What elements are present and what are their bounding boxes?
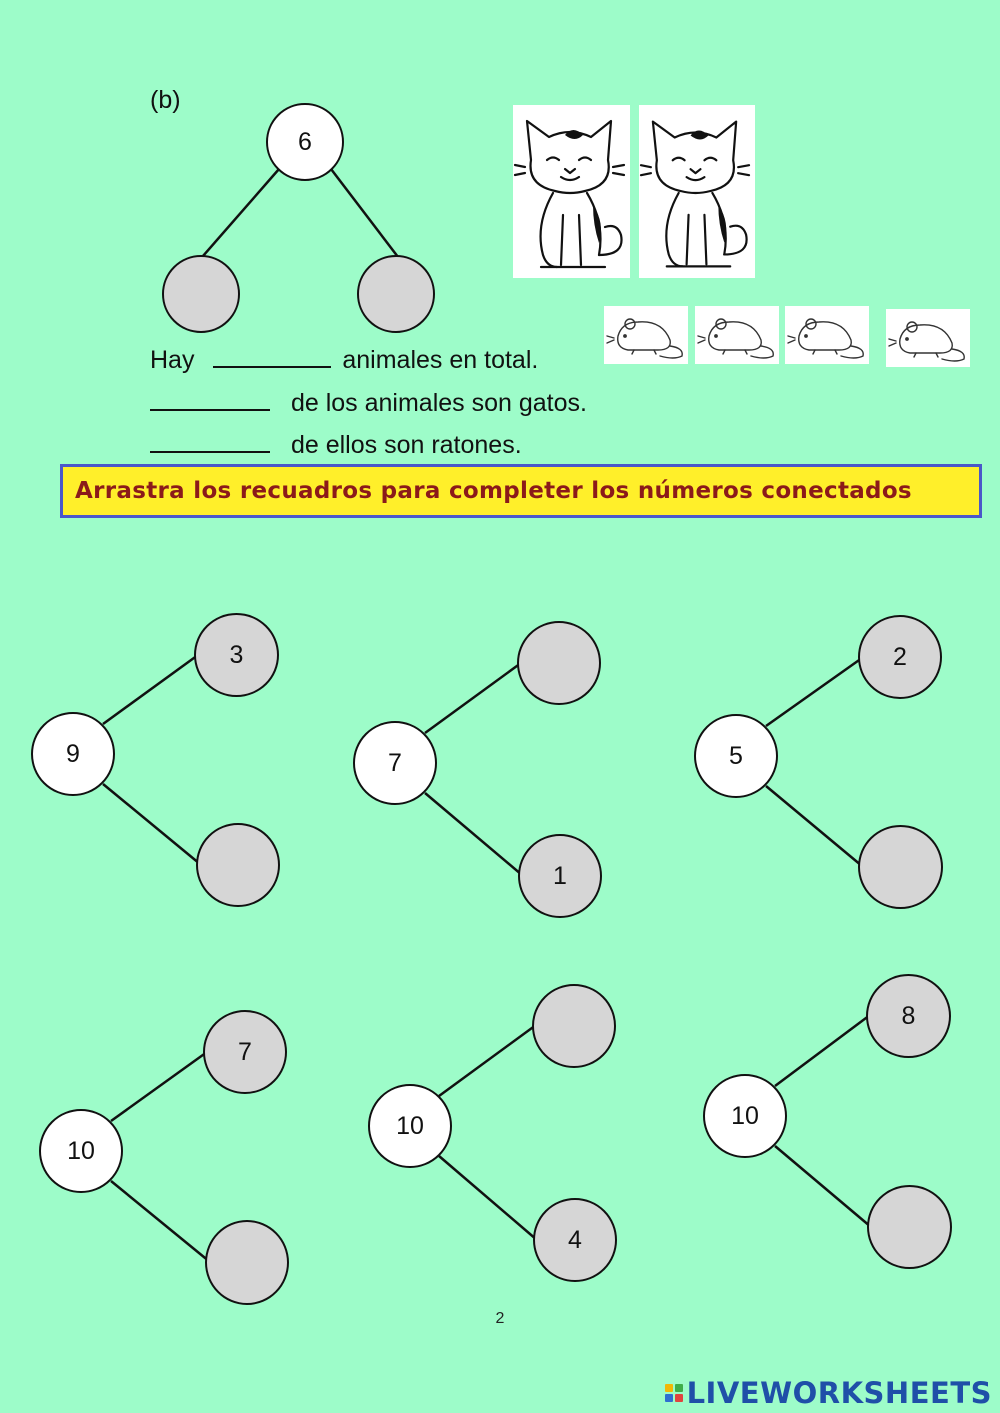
cats-count-blank[interactable] bbox=[150, 383, 270, 411]
bond-3-whole: 5 bbox=[694, 714, 778, 798]
sentence-1-suffix: animales en total. bbox=[342, 346, 539, 374]
mouse-icon bbox=[787, 318, 864, 359]
bond-4-top-part: 7 bbox=[203, 1010, 287, 1094]
bond-6-top-part: 8 bbox=[866, 974, 951, 1058]
cat-picture-2 bbox=[639, 105, 755, 278]
top-bond-part-b[interactable] bbox=[357, 255, 435, 333]
mice-count-blank[interactable] bbox=[150, 425, 270, 453]
sentence-1-prefix: Hay bbox=[150, 346, 195, 374]
cat-picture-1 bbox=[513, 105, 630, 278]
sentence-1: Hay animales en total. bbox=[150, 340, 538, 375]
bond-2-bottom-part: 1 bbox=[518, 834, 602, 918]
bond-1-whole: 9 bbox=[31, 712, 115, 796]
bond-4-whole: 10 bbox=[39, 1109, 123, 1193]
bond-5-bottom-part: 4 bbox=[533, 1198, 617, 1282]
sentence-2: de los animales son gatos. bbox=[150, 383, 587, 418]
mouse-picture-3 bbox=[785, 306, 869, 364]
total-animals-blank[interactable] bbox=[213, 340, 332, 368]
bond-3-top-part: 2 bbox=[858, 615, 942, 699]
mouse-icon bbox=[697, 318, 774, 359]
bond-5-whole: 10 bbox=[368, 1084, 452, 1168]
instruction-banner: Arrastra los recuadros para completer lo… bbox=[60, 464, 982, 518]
liveworksheets-logo[interactable]: LIVEWORKSHEETS bbox=[664, 1376, 992, 1410]
brand-text: LIVEWORKSHEETS bbox=[686, 1376, 992, 1410]
sentence-3-suffix: de ellos son ratones. bbox=[290, 431, 522, 459]
bond-1-bottom-part[interactable] bbox=[196, 823, 280, 907]
sentence-3: de ellos son ratones. bbox=[150, 425, 522, 460]
logo-grid-icon bbox=[664, 1384, 683, 1402]
bond-2-whole: 7 bbox=[353, 721, 437, 805]
mouse-picture-2 bbox=[695, 306, 779, 364]
mouse-icon bbox=[606, 318, 683, 359]
bond-1-top-part: 3 bbox=[194, 613, 279, 697]
top-bond-whole: 6 bbox=[266, 103, 344, 181]
bond-6-whole: 10 bbox=[703, 1074, 787, 1158]
bond-5-top-part[interactable] bbox=[532, 984, 616, 1068]
top-bond-part-a[interactable] bbox=[162, 255, 240, 333]
mouse-picture-1 bbox=[604, 306, 688, 364]
bond-2-top-part[interactable] bbox=[517, 621, 601, 705]
section-label: (b) bbox=[150, 86, 181, 114]
cat-icon bbox=[639, 120, 751, 268]
bond-6-bottom-part[interactable] bbox=[867, 1185, 952, 1269]
cat-icon bbox=[513, 119, 626, 269]
page-number: 2 bbox=[495, 1310, 505, 1327]
mouse-picture-4 bbox=[886, 309, 970, 367]
bond-4-bottom-part[interactable] bbox=[205, 1220, 289, 1305]
sentence-2-suffix: de los animales son gatos. bbox=[290, 389, 587, 417]
mouse-icon bbox=[888, 321, 965, 362]
bond-3-bottom-part[interactable] bbox=[858, 825, 943, 909]
